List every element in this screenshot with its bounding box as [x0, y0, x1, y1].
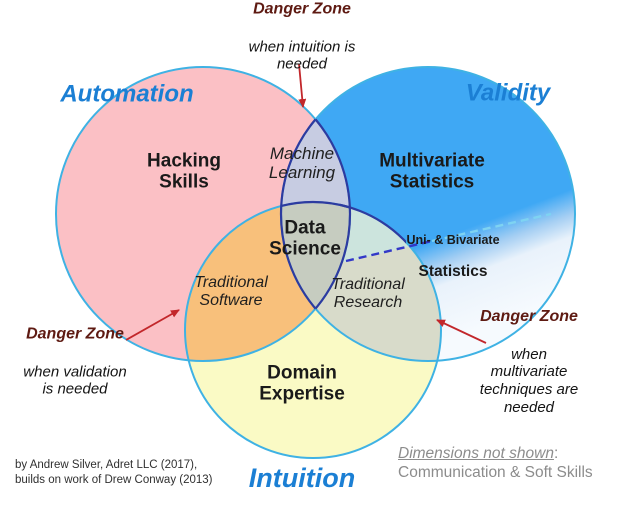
danger-zone-top: Danger Zone when intuition is needed: [249, 0, 356, 92]
region-label-hacking-skills: Hacking Skills: [147, 150, 221, 193]
danger-zone-top-body: when intuition is needed: [248, 38, 356, 73]
dimensions-note-label: Dimensions not shown: [398, 445, 554, 462]
danger-arrow-left: [125, 309, 180, 341]
danger-zone-top-title: Danger Zone: [253, 0, 351, 18]
danger-zone-right-title: Danger Zone: [480, 307, 578, 325]
dashed-divider-blue: [345, 239, 433, 263]
danger-zone-right: Danger Zone when multivariate techniques…: [480, 289, 579, 435]
danger-zone-right-body: when multivariate techniques are needed: [479, 345, 579, 416]
uni-bivariate-line1: Uni- & Bivariate: [406, 232, 500, 247]
dimensions-note-value: Communication & Soft Skills: [398, 463, 593, 481]
inner-outline-right: [281, 67, 352, 361]
attribution-credit: by Andrew Silver, Adret LLC (2017), buil…: [15, 459, 213, 486]
region-label-machine-learning: Machine Learning: [268, 143, 336, 182]
danger-zone-left: Danger Zone when validation is needed: [23, 307, 126, 418]
danger-zone-left-body: when validation is needed: [23, 363, 127, 398]
region-label-traditional-research: Traditional Research: [331, 276, 405, 311]
region-label-domain-expertise: Domain Expertise: [259, 362, 345, 405]
circle-label-validity: Validity: [465, 79, 551, 107]
danger-arrow-right: [436, 319, 487, 344]
dimensions-note-colon: :: [553, 445, 559, 462]
danger-arrow-top: [298, 63, 307, 108]
region-label-uni-bivariate-statistics: Uni- & Bivariate Statistics: [406, 217, 499, 297]
uni-bivariate-line2: Statistics: [418, 262, 488, 280]
region-label-data-science: Data Science: [269, 217, 341, 260]
inner-outline-top: [281, 200, 350, 361]
dimensions-note: Dimensions not shown: Communication & So…: [398, 445, 593, 483]
danger-zone-left-title: Danger Zone: [26, 325, 124, 343]
region-label-multivariate-statistics: Multivariate Statistics: [379, 150, 485, 193]
dashed-divider-cyan: [431, 212, 552, 243]
circle-label-intuition: Intuition: [248, 462, 356, 493]
circle-label-automation: Automation: [60, 80, 194, 108]
region-label-traditional-software: Traditional Software: [194, 274, 268, 309]
inner-outline-left: [279, 67, 350, 361]
